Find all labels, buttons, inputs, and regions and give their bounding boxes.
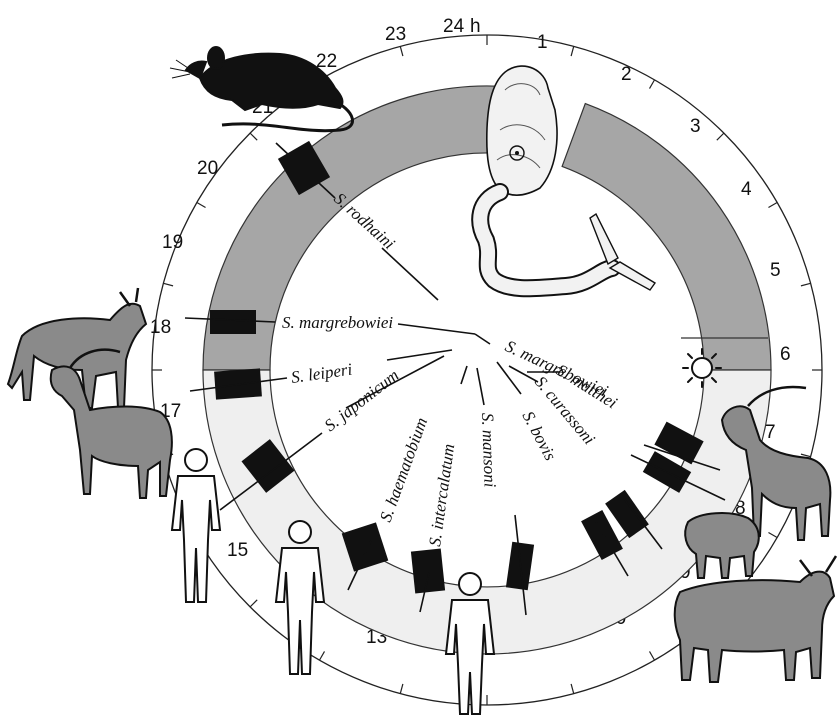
hour-label-7: 7 xyxy=(765,422,776,443)
sheep-icon xyxy=(685,513,759,578)
hour-label-24: 24 xyxy=(443,16,465,37)
label-margrebowiei-night: S. margrebowiei xyxy=(282,313,393,332)
hour-label-6: 6 xyxy=(780,344,791,365)
hour-label-19: 19 xyxy=(162,232,183,253)
hour-label-3: 3 xyxy=(690,116,701,137)
hour-label-2: 2 xyxy=(621,64,632,85)
bar-margrebowiei-night xyxy=(210,310,256,334)
hour-label-18: 18 xyxy=(150,317,171,338)
hour-label-20: 20 xyxy=(197,158,218,179)
hour-unit-label: h xyxy=(470,16,481,37)
hour-label-15: 15 xyxy=(227,540,248,561)
hour-label-23: 23 xyxy=(385,24,406,45)
sun-icon xyxy=(683,349,721,387)
hour-label-5: 5 xyxy=(770,260,781,281)
hour-label-4: 4 xyxy=(741,179,752,200)
bar-intercalatum xyxy=(411,549,445,594)
label-mansoni: S. mansoni xyxy=(478,412,500,488)
hour-label-1: 1 xyxy=(537,32,548,53)
